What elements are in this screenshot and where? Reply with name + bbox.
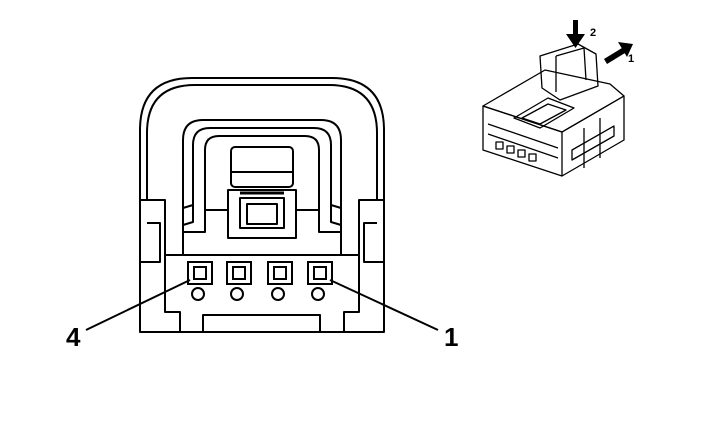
latch-chamfer-left [182,204,194,226]
iso-latch-ridge [555,47,587,92]
iso-top [482,69,625,133]
iso-cavity-c [517,149,526,158]
latch-guide-left [182,200,228,233]
step-label-2: 2 [590,27,596,39]
release-arrows [566,20,633,64]
contact-cavities [187,261,333,301]
iso-cavity-b [506,145,515,154]
cavity-pin-1 [307,261,333,301]
iso-latch-lever-inner [521,103,567,125]
left-side-steps [140,199,184,256]
leader-line-pin-4 [85,279,191,331]
arrow-diagonal-icon [604,42,633,64]
cavity-pin-2 [267,261,293,301]
housing-inner-outline [146,84,378,200]
iso-right [561,95,625,177]
bottom-key-slot [202,314,321,332]
step-label-1: 1 [628,53,634,65]
left-side-slot [140,222,161,263]
right-side-steps [340,199,384,256]
iso-right-lines [583,118,601,168]
iso-latch-lever [513,97,575,129]
connector-isometric-view [482,43,625,177]
latch-chamfer-right [330,204,342,226]
iso-cavity-d [528,153,537,162]
latch-frame [182,119,342,200]
latch-guide-right [296,200,342,233]
iso-right-slot [571,125,615,161]
left-lower-wall [164,255,181,332]
housing-outline [139,77,385,333]
cavity-pin-3 [226,261,252,301]
latch-frame-inner [192,127,332,205]
latch-window [239,197,285,229]
pin-label-4: 4 [66,322,81,352]
arrow-down-icon [566,20,585,48]
iso-cavity-a [495,141,504,150]
cavity-pin-4 [187,261,213,301]
connector-face-view [139,77,385,333]
iso-front-rail [487,123,559,159]
latch-frame-inner-2 [204,135,320,210]
latch-top [230,146,294,188]
leader-lines [85,279,439,331]
right-side-slot [363,222,384,263]
latch-body [227,189,297,239]
latch-window-inner [246,203,278,225]
pin-label-1: 1 [444,322,458,352]
iso-front [482,105,563,177]
right-lower-wall [343,255,360,332]
leader-line-pin-1 [329,279,439,331]
